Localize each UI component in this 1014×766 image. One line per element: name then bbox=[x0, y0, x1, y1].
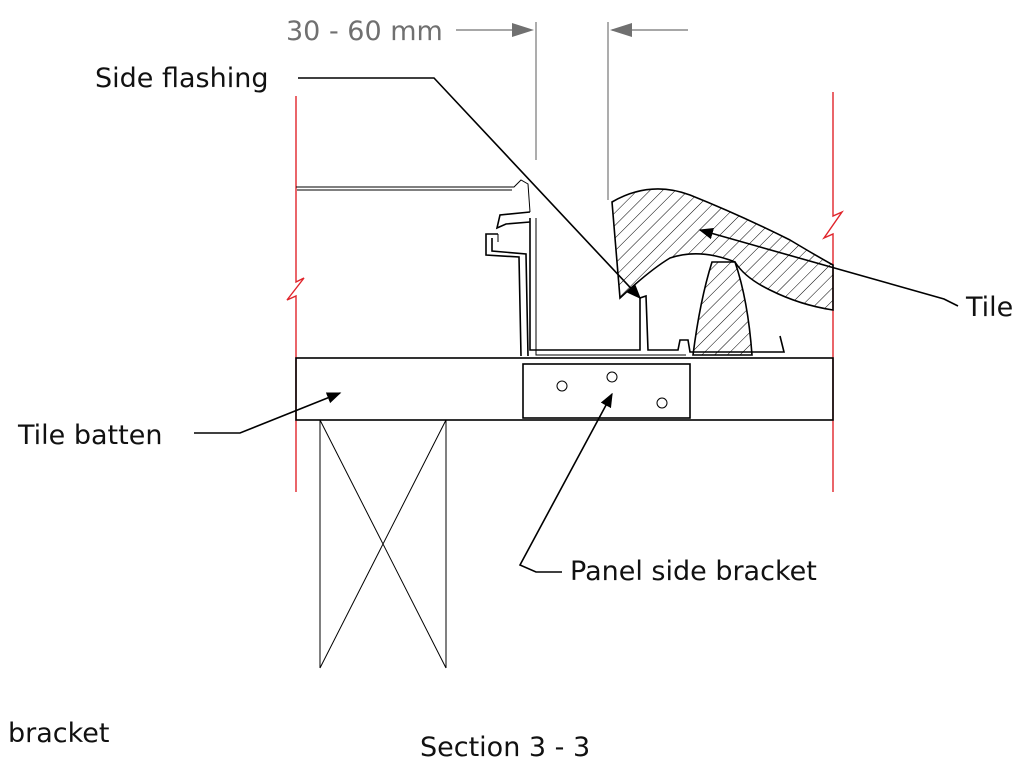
tile-batten-label: Tile batten bbox=[17, 420, 162, 451]
left-break-line bbox=[286, 96, 305, 492]
tile bbox=[611, 188, 834, 356]
rafter bbox=[319, 419, 447, 669]
tile-batten bbox=[295, 357, 834, 421]
leader-tile: Tile bbox=[698, 227, 1013, 323]
bracket-label: bracket bbox=[8, 718, 110, 749]
leader-tile-batten: Tile batten bbox=[17, 392, 342, 451]
leader-panel-side-bracket: Panel side bracket bbox=[518, 392, 817, 587]
panel-side-bracket bbox=[522, 363, 691, 419]
side-flashing-inner bbox=[535, 218, 686, 356]
panel-side-bracket-label: Panel side bracket bbox=[570, 556, 817, 587]
dimension-30-60: 30 - 60 mm bbox=[286, 16, 688, 200]
dimension-text: 30 - 60 mm bbox=[286, 16, 443, 47]
tile-label: Tile bbox=[965, 292, 1013, 323]
panel-frame bbox=[296, 179, 531, 357]
leader-side-flashing: Side flashing bbox=[95, 63, 641, 300]
section-title: Section 3 - 3 bbox=[420, 732, 590, 762]
side-flashing-label: Side flashing bbox=[95, 63, 268, 94]
